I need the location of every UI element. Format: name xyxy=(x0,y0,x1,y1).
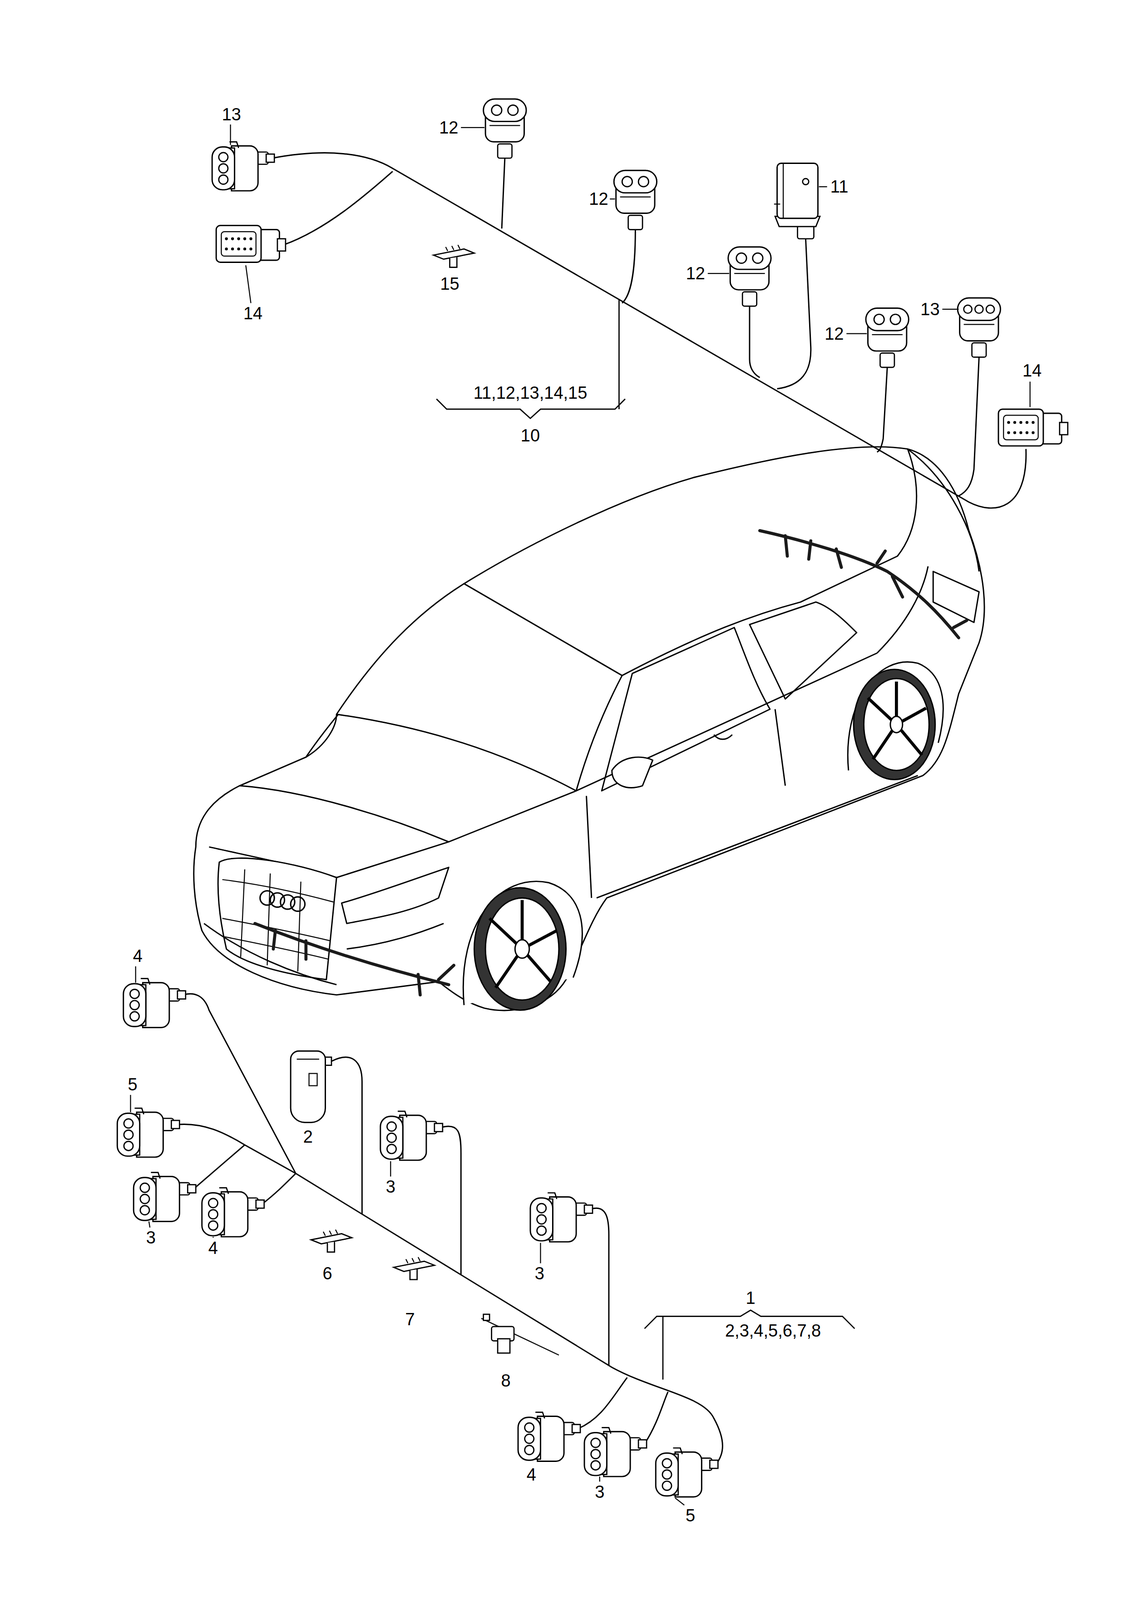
car-side-window xyxy=(601,627,771,791)
car-mirror xyxy=(612,756,653,788)
clip xyxy=(393,1256,435,1280)
car-headlight xyxy=(341,867,449,924)
car-windshield xyxy=(336,583,623,791)
connector xyxy=(212,141,275,191)
callout-number: 4 xyxy=(133,947,143,965)
callout-number: 4 xyxy=(208,1239,218,1257)
rear-harness-connectors xyxy=(212,98,1068,446)
clip xyxy=(433,244,475,267)
rear-harness-wires xyxy=(272,153,1027,509)
callout-number: 5 xyxy=(127,1075,138,1093)
connector xyxy=(530,1192,593,1242)
callout-number: 6 xyxy=(322,1264,332,1282)
callout-number: 7 xyxy=(404,1310,415,1328)
callout-number: 15 xyxy=(439,275,460,293)
callout-number: 10 xyxy=(520,426,540,445)
connector xyxy=(216,225,286,263)
front-wheel xyxy=(474,887,566,1011)
connector xyxy=(290,1050,332,1122)
car-body xyxy=(193,446,985,1011)
connector xyxy=(133,1172,196,1222)
rear-wheel xyxy=(853,669,936,780)
clip xyxy=(311,1229,352,1252)
callout-number: 3 xyxy=(146,1228,156,1246)
group-callout: 2,3,4,5,6,7,8 xyxy=(725,1321,821,1339)
connector xyxy=(202,1187,265,1237)
connector xyxy=(483,98,527,159)
callout-number: 3 xyxy=(534,1264,545,1282)
grille-bars xyxy=(222,869,334,972)
connector xyxy=(117,1107,180,1157)
callout-number: 5 xyxy=(685,1506,696,1524)
callout-number: 3 xyxy=(385,1177,396,1196)
callout-number: 11 xyxy=(830,177,849,196)
car-illustration xyxy=(193,446,985,1011)
leader-lines xyxy=(130,124,1031,1505)
callout-number: 8 xyxy=(501,1371,511,1389)
front-harness-wires xyxy=(177,993,723,1464)
callout-number: 12 xyxy=(686,264,706,282)
connector xyxy=(123,978,186,1028)
connector xyxy=(957,297,1001,357)
holder xyxy=(481,1313,559,1355)
connector xyxy=(865,308,909,368)
car-wiring xyxy=(255,530,968,995)
connector xyxy=(518,1412,581,1462)
callout-number: 12 xyxy=(824,325,844,343)
callout-number: 1 xyxy=(745,1289,756,1307)
callout-number: 3 xyxy=(594,1482,605,1501)
callout-number: 13 xyxy=(920,300,940,318)
connector xyxy=(584,1427,647,1477)
car-rear-window xyxy=(749,602,857,699)
car-grille xyxy=(217,858,337,980)
bracket xyxy=(644,1309,855,1380)
callout-number: 14 xyxy=(243,304,263,322)
connector xyxy=(774,162,820,239)
bracket xyxy=(436,298,626,419)
callout-number: 14 xyxy=(1022,361,1042,380)
callout-number: 4 xyxy=(526,1465,537,1483)
callout-number: 12 xyxy=(439,118,459,137)
callout-number: 2 xyxy=(303,1127,313,1146)
connector xyxy=(998,409,1068,446)
callout-number: 12 xyxy=(588,190,608,208)
connector xyxy=(380,1111,443,1161)
connector xyxy=(655,1447,718,1497)
front-harness-connectors xyxy=(117,978,718,1497)
audi-rings xyxy=(260,890,306,911)
group-callout: 11,12,13,14,15 xyxy=(473,384,588,402)
callout-number: 13 xyxy=(222,105,242,124)
connector xyxy=(613,170,657,230)
connector xyxy=(728,246,771,307)
car-hood xyxy=(208,714,577,878)
